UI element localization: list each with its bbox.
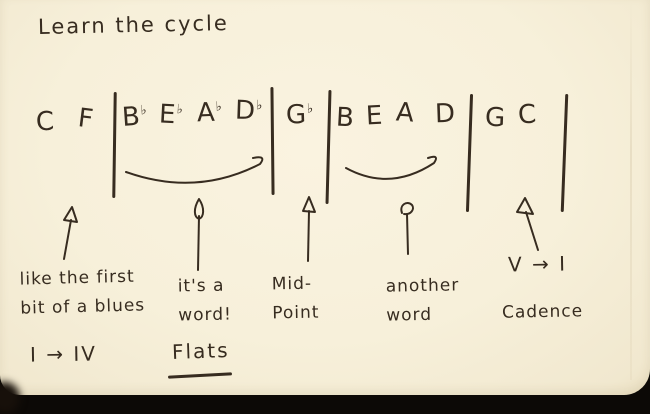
word2-note-line2: word xyxy=(386,304,433,326)
cadence-label: V → I xyxy=(507,251,568,277)
cadence-arrow xyxy=(516,197,539,251)
page-edge-crease xyxy=(630,0,632,380)
blues-arrow xyxy=(63,206,78,260)
word2-arrow xyxy=(400,202,414,255)
chord: D xyxy=(434,98,456,130)
notebook-page: Learn the cycle C F B♭ E♭ A♭ D♭ G♭ B E A… xyxy=(0,0,650,395)
word2-note-line1: another xyxy=(385,275,460,297)
chord: E♭ xyxy=(158,99,184,131)
midpoint-note-line2: Point xyxy=(272,302,320,324)
barline xyxy=(325,89,331,205)
chord: B xyxy=(335,102,355,134)
midpoint-arrow xyxy=(302,196,316,262)
chord: B♭ xyxy=(120,101,148,133)
word1-note: it's a word! xyxy=(177,272,232,331)
flats-label: Flats xyxy=(171,338,230,364)
flats-group-swoosh xyxy=(125,156,264,184)
barline xyxy=(465,93,473,213)
chord: G♭ xyxy=(285,99,314,131)
chord: G xyxy=(484,102,506,134)
cadence-word: Cadence xyxy=(501,301,584,323)
bead-group-swoosh xyxy=(345,155,437,180)
progression-label: I → IV xyxy=(29,341,98,367)
word1-note-line2: word! xyxy=(178,304,233,326)
midpoint-note-line1: Mid- xyxy=(271,273,313,295)
flats-underline xyxy=(167,372,233,379)
chord: D♭ xyxy=(234,95,263,127)
word1-note-line1: it's a xyxy=(177,275,225,297)
chord: A♭ xyxy=(196,97,222,129)
word2-note: another word xyxy=(385,271,460,330)
chord: E xyxy=(365,100,384,132)
chord: F xyxy=(76,103,95,135)
blues-note: like the first bit of a blues xyxy=(19,262,145,323)
chord: C xyxy=(516,99,538,131)
chord: C xyxy=(35,106,55,138)
word1-arrow xyxy=(193,198,205,271)
blues-note-line1: like the first xyxy=(19,266,135,290)
blues-note-line2: bit of a blues xyxy=(20,295,146,319)
midpoint-note: Mid- Point xyxy=(271,270,320,329)
barline xyxy=(560,93,568,213)
page-title: Learn the cycle xyxy=(37,11,230,39)
chord: A xyxy=(394,97,415,129)
barline xyxy=(112,91,117,199)
